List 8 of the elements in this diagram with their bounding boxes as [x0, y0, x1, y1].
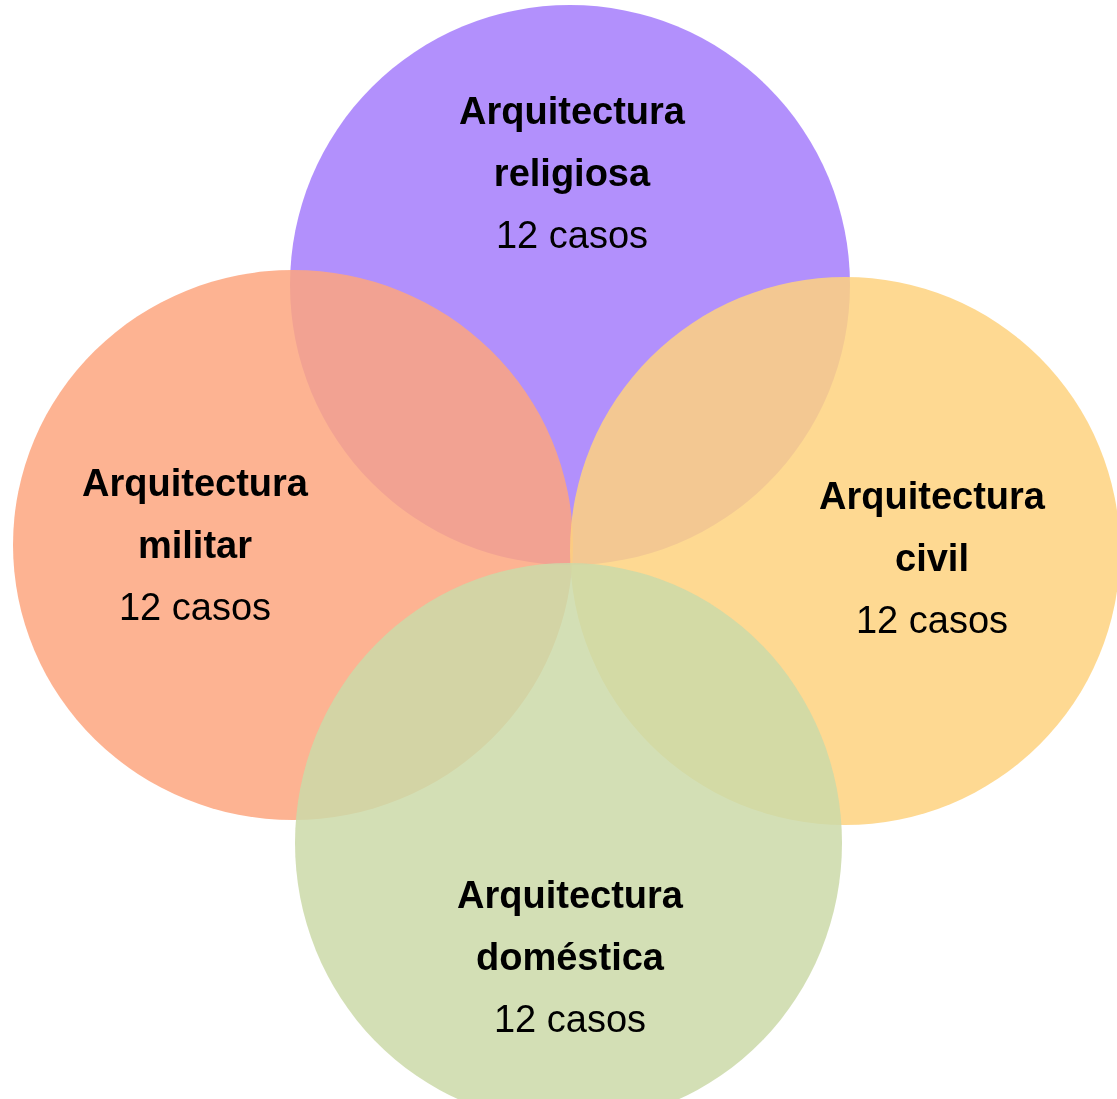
category-title: Arquitectura civil — [818, 474, 1046, 581]
case-count: 12 casos — [495, 213, 649, 258]
category-title: Arquitectura doméstica — [456, 873, 684, 980]
case-count: 12 casos — [493, 997, 647, 1042]
category-title: Arquitectura militar — [81, 461, 309, 568]
case-count: 12 casos — [855, 598, 1009, 643]
case-count: 12 casos — [118, 585, 272, 630]
category-title: Arquitectura religiosa — [458, 89, 686, 196]
